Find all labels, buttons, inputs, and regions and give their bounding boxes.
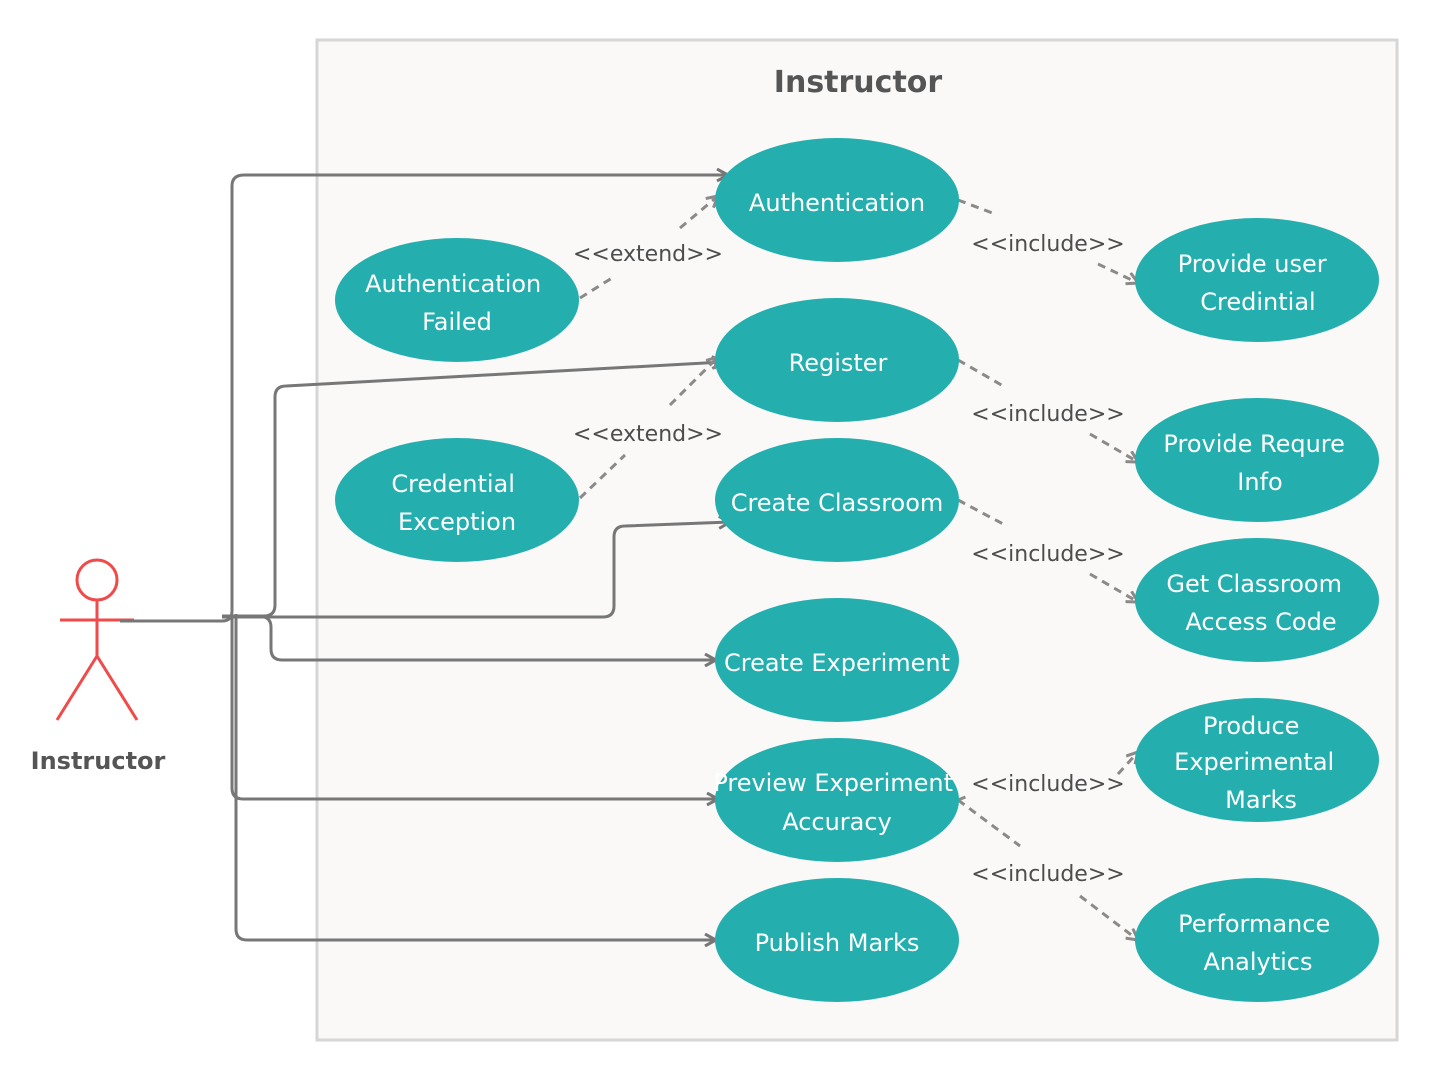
use-case-label: Experimental (1174, 748, 1334, 776)
actor-name: Instructor (31, 747, 166, 775)
svg-text:Create Experiment: Create Experiment (724, 649, 950, 677)
use-case-label: Failed (422, 308, 492, 336)
use-case-label: Performance (1178, 910, 1330, 938)
use-case-label: Analytics (1204, 948, 1313, 976)
use-case-label: Marks (1225, 786, 1297, 814)
dependencies (578, 196, 1138, 940)
use-case-label: Preview Experiment (713, 769, 953, 797)
use-case-label: Exception (398, 508, 516, 536)
label-include-analytics: <<include>> (971, 862, 1124, 887)
use-case-label: Publish Marks (755, 929, 920, 957)
svg-text:Credential Exception: Credential Exception (391, 470, 522, 536)
include-marks-line (957, 752, 1138, 802)
use-case-provide-info[interactable]: Provide Requre Info (1135, 398, 1379, 522)
association-create-classroom (222, 522, 730, 619)
association-create-experiment (257, 614, 716, 660)
svg-text:Get Classroom Access Cod: Get Classroom Access Code (1166, 570, 1349, 636)
use-case-label: Accuracy (782, 808, 892, 836)
use-case-access-code[interactable]: Get Classroom Access Code (1135, 538, 1379, 662)
use-case-authentication[interactable]: Authentication (715, 138, 959, 262)
use-case-credential-exception[interactable]: Credential Exception (335, 438, 579, 562)
use-case-label: Produce (1203, 712, 1299, 740)
include-info-line (957, 358, 1138, 462)
svg-text:Authentication: Authentication (749, 189, 925, 217)
use-case-label: Credintial (1200, 288, 1315, 316)
use-case-label: Create Experiment (724, 649, 950, 677)
stick-figure-icon (55, 558, 139, 721)
use-case-create-experiment[interactable]: Create Experiment (715, 598, 959, 722)
use-case-label: Provide user (1178, 250, 1327, 278)
use-case-label: Access Code (1185, 608, 1336, 636)
svg-text:Authentication Failed: Authentication Failed (365, 270, 549, 336)
include-credential-line (957, 198, 1138, 283)
label-include-credential: <<include>> (971, 232, 1124, 257)
svg-text:Performance Analytics: Performance Analytics (1178, 910, 1338, 976)
actor-instructor[interactable]: Instructor (31, 558, 166, 775)
svg-text:Create Classroom: Create Classroom (731, 489, 944, 517)
use-case-register[interactable]: Register (715, 298, 959, 422)
use-case-publish-marks[interactable]: Publish Marks (715, 878, 959, 1002)
association-register (222, 362, 723, 618)
label-extend-auth: <<extend>> (573, 242, 723, 267)
label-include-marks: <<include>> (971, 772, 1124, 797)
svg-text:Produce Experimental: Produce Experimental Marks (1174, 712, 1342, 814)
system-title: Instructor (774, 65, 943, 100)
use-case-label: Provide Requre (1163, 430, 1345, 458)
use-case-label: Credential (391, 470, 515, 498)
use-case-provide-credential[interactable]: Provide user Credintial (1135, 218, 1379, 342)
svg-text:Provide Requre Info: Provide Requre Info (1163, 430, 1352, 496)
include-analytics-line (957, 798, 1138, 940)
use-case-label: Register (789, 349, 888, 377)
use-case-label: Get Classroom (1166, 570, 1342, 598)
label-extend-register: <<extend>> (573, 422, 723, 447)
include-access-line (957, 498, 1138, 602)
svg-text:Register: Register (789, 349, 888, 377)
svg-text:Preview Experiment Accur: Preview Experiment Accuracy (713, 769, 960, 836)
use-case-authentication-failed[interactable]: Authentication Failed (335, 238, 579, 362)
label-include-access: <<include>> (971, 542, 1124, 567)
use-case-performance-analytics[interactable]: Performance Analytics (1135, 878, 1379, 1002)
use-case-create-classroom[interactable]: Create Classroom (715, 438, 959, 562)
use-case-label: Create Classroom (731, 489, 944, 517)
use-case-produce-marks[interactable]: Produce Experimental Marks (1135, 698, 1379, 822)
use-case-label: Info (1237, 468, 1282, 496)
extend-auth-line (579, 196, 718, 300)
svg-text:Publish Marks: Publish Marks (755, 929, 920, 957)
associations (120, 175, 730, 940)
use-case-preview-accuracy[interactable]: Preview Experiment Accuracy (713, 738, 960, 862)
association-publish-marks (234, 614, 716, 940)
svg-text:Provide user Credintial: Provide user Credintial (1178, 250, 1335, 316)
extend-register-line (578, 357, 718, 500)
use-case-label: Authentication (749, 189, 925, 217)
use-case-label: Authentication (365, 270, 541, 298)
association-authentication (120, 175, 728, 623)
label-include-info: <<include>> (971, 402, 1124, 427)
